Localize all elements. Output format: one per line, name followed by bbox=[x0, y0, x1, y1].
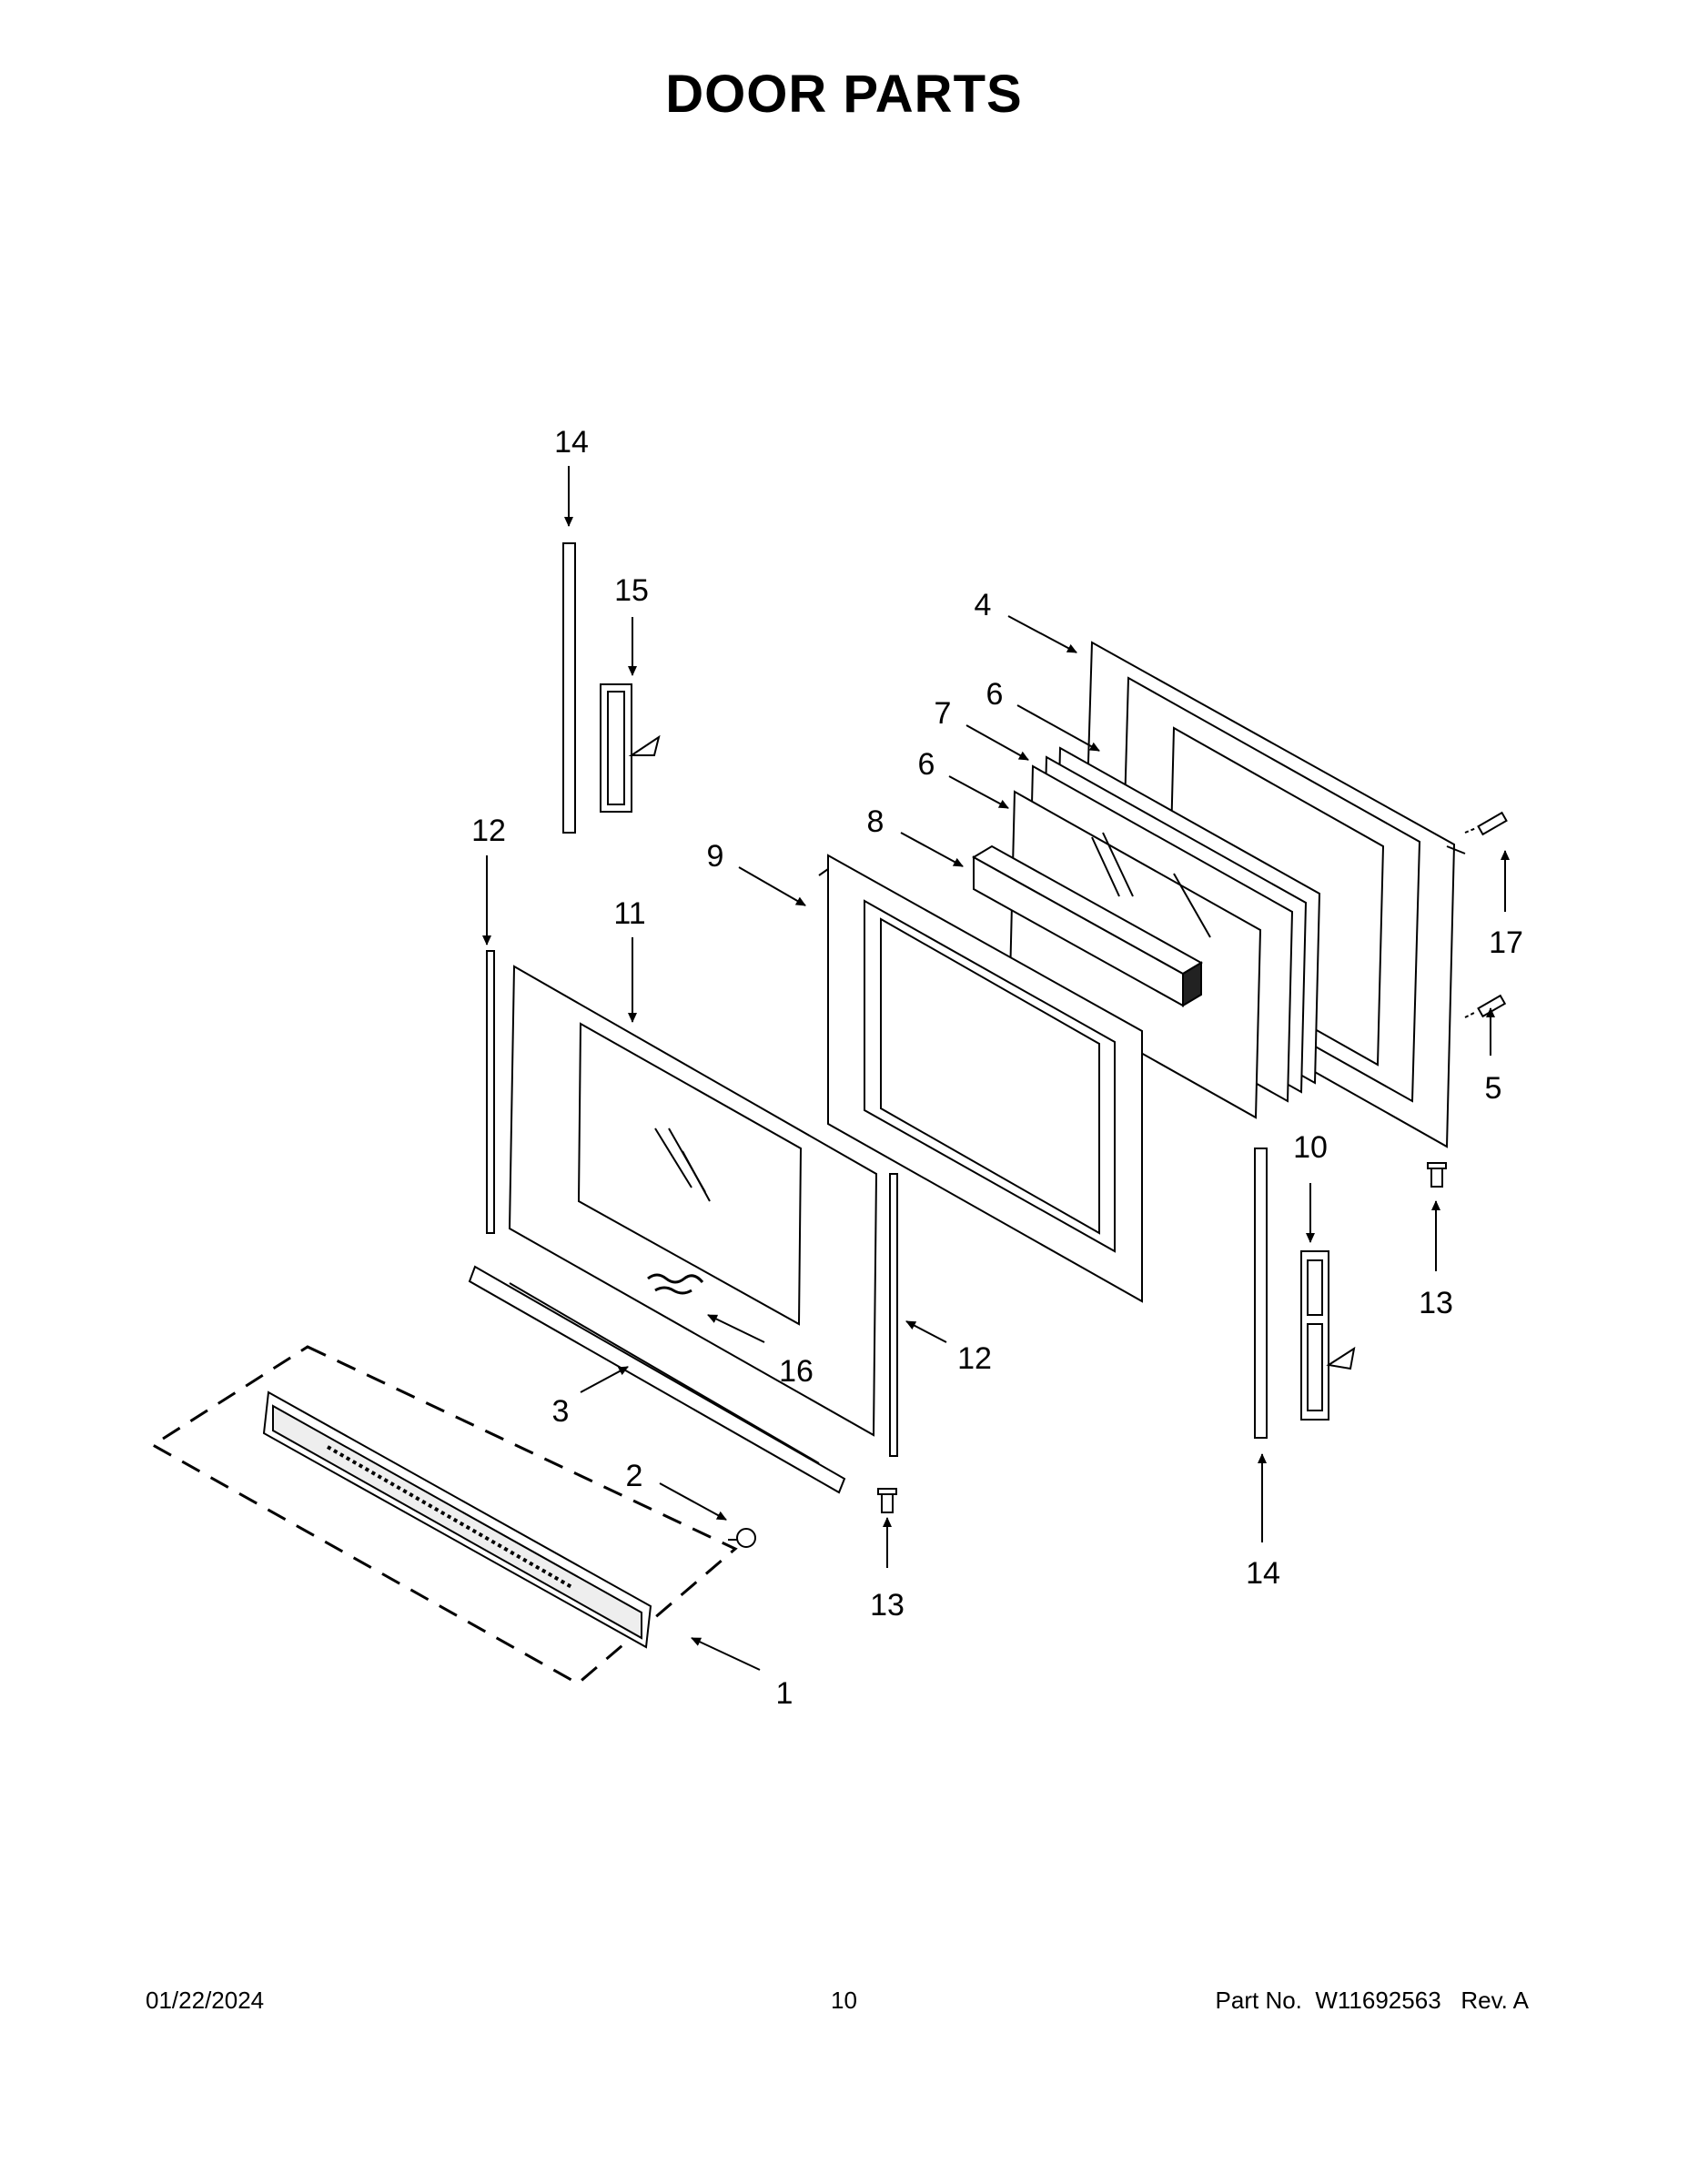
callout-10: 10 bbox=[1293, 1130, 1328, 1165]
callout-8: 8 bbox=[867, 804, 884, 839]
callout-6-top: 6 bbox=[986, 677, 1004, 712]
part-8-insulation bbox=[972, 844, 1203, 1007]
part-14-hinge-bracket-top bbox=[562, 542, 576, 834]
part-3-vent-strip bbox=[468, 1265, 846, 1494]
callout-7: 7 bbox=[935, 696, 952, 731]
page-title: DOOR PARTS bbox=[665, 65, 1023, 124]
callout-14-top: 14 bbox=[554, 425, 589, 460]
part-12-side-trim-right bbox=[889, 1173, 898, 1457]
part-12-side-trim-left bbox=[486, 950, 495, 1234]
footer-revision: Rev. A bbox=[1461, 1987, 1529, 2014]
callout-6-mid: 6 bbox=[918, 747, 935, 782]
callout-5: 5 bbox=[1485, 1071, 1502, 1106]
callout-2: 2 bbox=[626, 1459, 643, 1493]
part-10-hinge bbox=[1300, 1250, 1356, 1421]
footer-date: 01/22/2024 bbox=[146, 1987, 265, 2014]
callout-9: 9 bbox=[707, 839, 724, 874]
part-11-outer-door-glass bbox=[508, 965, 878, 1437]
part-15-hinge bbox=[600, 683, 661, 813]
part-16-logo-badge bbox=[647, 1273, 704, 1295]
callout-3: 3 bbox=[552, 1394, 570, 1429]
callout-11: 11 bbox=[613, 896, 645, 931]
footer-part-label: Part No. bbox=[1215, 1987, 1302, 2014]
part-2-screw bbox=[728, 1528, 756, 1548]
callout-14-bottom: 14 bbox=[1246, 1556, 1280, 1591]
callout-12-right: 12 bbox=[957, 1341, 992, 1376]
callout-1: 1 bbox=[776, 1676, 793, 1711]
callout-leaders bbox=[482, 466, 1510, 1671]
part-6-7-glass-panels bbox=[1008, 746, 1321, 1119]
part-13-screw-right bbox=[1427, 1162, 1447, 1188]
footer-page-number: 10 bbox=[831, 1987, 857, 2014]
callout-13-mid: 13 bbox=[870, 1588, 905, 1623]
footer-part-number: W11692563 bbox=[1315, 1987, 1441, 2014]
part-13-screw-mid bbox=[877, 1488, 897, 1513]
part-17-screw bbox=[1464, 811, 1508, 836]
callout-15: 15 bbox=[614, 573, 649, 608]
part-14-hinge-bracket-bottom bbox=[1254, 1148, 1268, 1439]
callout-13-right: 13 bbox=[1419, 1286, 1453, 1320]
part-1-door-handle bbox=[150, 1345, 738, 1685]
part-5-screw bbox=[1464, 994, 1507, 1018]
callout-labels: 14 15 12 11 4 6 7 6 8 9 17 5 10 13 16 12… bbox=[471, 425, 1523, 1711]
callout-12-left: 12 bbox=[471, 814, 506, 848]
footer-part-info: Part No. W11692563 Rev. A bbox=[1216, 1987, 1529, 2015]
callout-17: 17 bbox=[1489, 925, 1523, 960]
callout-4: 4 bbox=[975, 588, 992, 622]
callout-16: 16 bbox=[779, 1354, 814, 1389]
part-9-door-frame bbox=[818, 854, 1143, 1303]
